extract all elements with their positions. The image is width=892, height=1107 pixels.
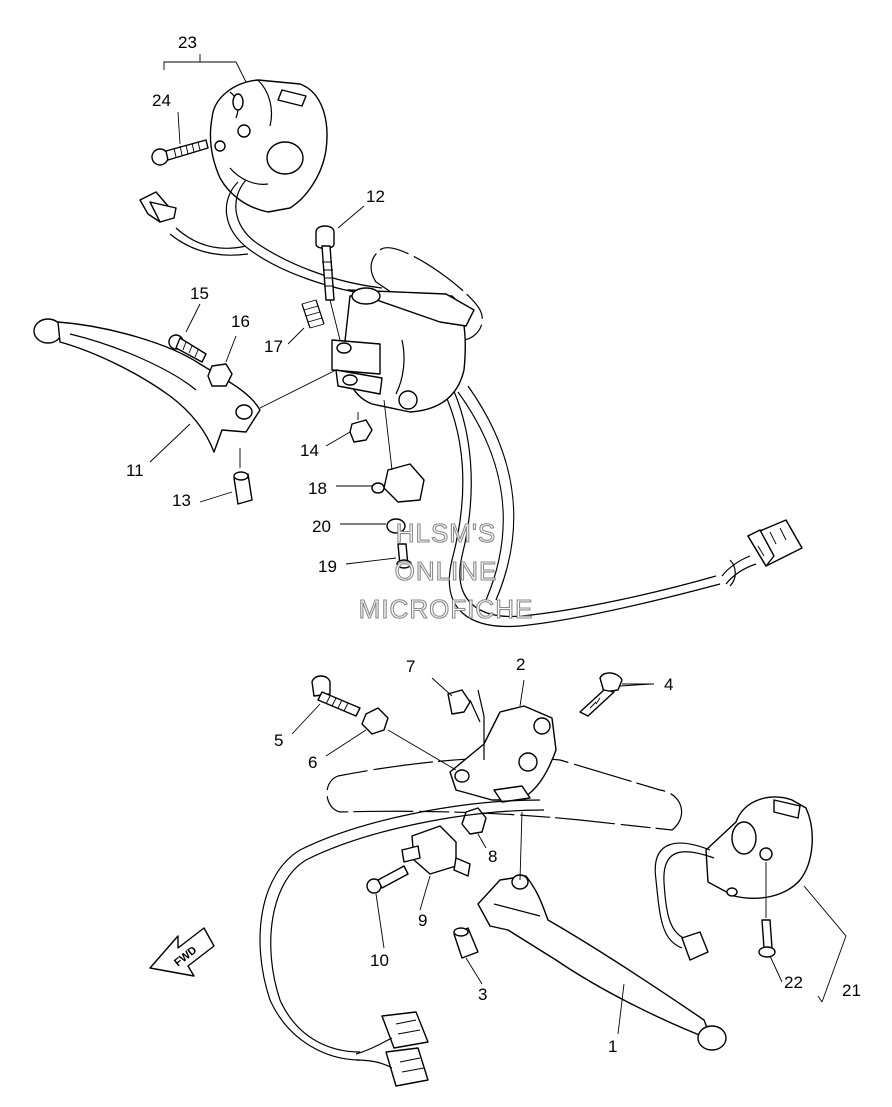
callout-9: 9	[418, 911, 427, 930]
spring-17	[301, 299, 325, 329]
collar-13	[233, 448, 253, 505]
callout-16: 16	[231, 312, 250, 331]
callout-17: 17	[264, 337, 283, 356]
callout-14: 14	[300, 441, 319, 460]
callout-23: 23	[178, 33, 197, 52]
washer-20	[386, 518, 406, 534]
watermark-line-3: MICROFICHE	[359, 594, 534, 624]
nut-14	[349, 419, 373, 443]
callout-24: 24	[152, 91, 171, 110]
watermark-line-1: HLSM'S	[396, 518, 497, 548]
lower-wire-harness	[259, 799, 715, 1061]
callout-6: 6	[308, 753, 317, 772]
upper-connector	[721, 519, 803, 585]
callout-2: 2	[516, 655, 525, 674]
callout-15: 15	[190, 284, 209, 303]
watermark-line-2: ONLINE	[395, 556, 498, 586]
left-switch-housing	[209, 79, 328, 213]
callout-5: 5	[274, 731, 283, 750]
callout-19: 19	[318, 557, 337, 576]
leader-lines	[149, 54, 847, 1035]
watermark: HLSM'S ONLINE MICROFICHE	[358, 517, 534, 624]
callout-1: 1	[608, 1037, 617, 1056]
nut-8	[461, 807, 487, 835]
fwd-arrow-icon: FWD	[149, 927, 215, 977]
callout-10: 10	[370, 951, 389, 970]
nut-6	[361, 707, 457, 771]
bolt-12	[315, 225, 341, 341]
lever-bracket-2	[449, 679, 557, 803]
nut-16	[207, 363, 233, 387]
bolt-4	[579, 672, 653, 717]
callout-labels: 23 24 12 15 16 17 11 13 14 18 20 19 7 2 …	[126, 33, 861, 1056]
callout-21: 21	[842, 981, 861, 1000]
screw-10	[366, 865, 409, 894]
callout-18: 18	[308, 479, 327, 498]
screw-24	[151, 139, 209, 166]
clutch-lever-1	[477, 811, 727, 1051]
callout-20: 20	[312, 517, 331, 536]
brake-lever-11	[33, 318, 337, 453]
lower-connectors	[355, 1011, 429, 1087]
upper-wire-harness	[139, 179, 736, 628]
right-switch-housing	[705, 796, 813, 899]
brake-switch-18	[371, 399, 425, 503]
master-cylinder	[331, 287, 475, 413]
callout-7: 7	[406, 657, 415, 676]
screw-19	[396, 543, 412, 569]
screw-7	[431, 677, 471, 715]
callout-12: 12	[366, 187, 385, 206]
callout-8: 8	[488, 847, 497, 866]
callout-4: 4	[664, 675, 673, 694]
callout-3: 3	[478, 985, 487, 1004]
bolt-15	[168, 334, 207, 363]
callout-11: 11	[126, 461, 144, 480]
callout-22: 22	[784, 973, 803, 992]
bolt-5	[311, 675, 361, 717]
brake-switch-9	[401, 825, 471, 877]
collar-3	[453, 927, 479, 959]
screw-22	[758, 862, 776, 958]
callout-13: 13	[172, 491, 191, 510]
